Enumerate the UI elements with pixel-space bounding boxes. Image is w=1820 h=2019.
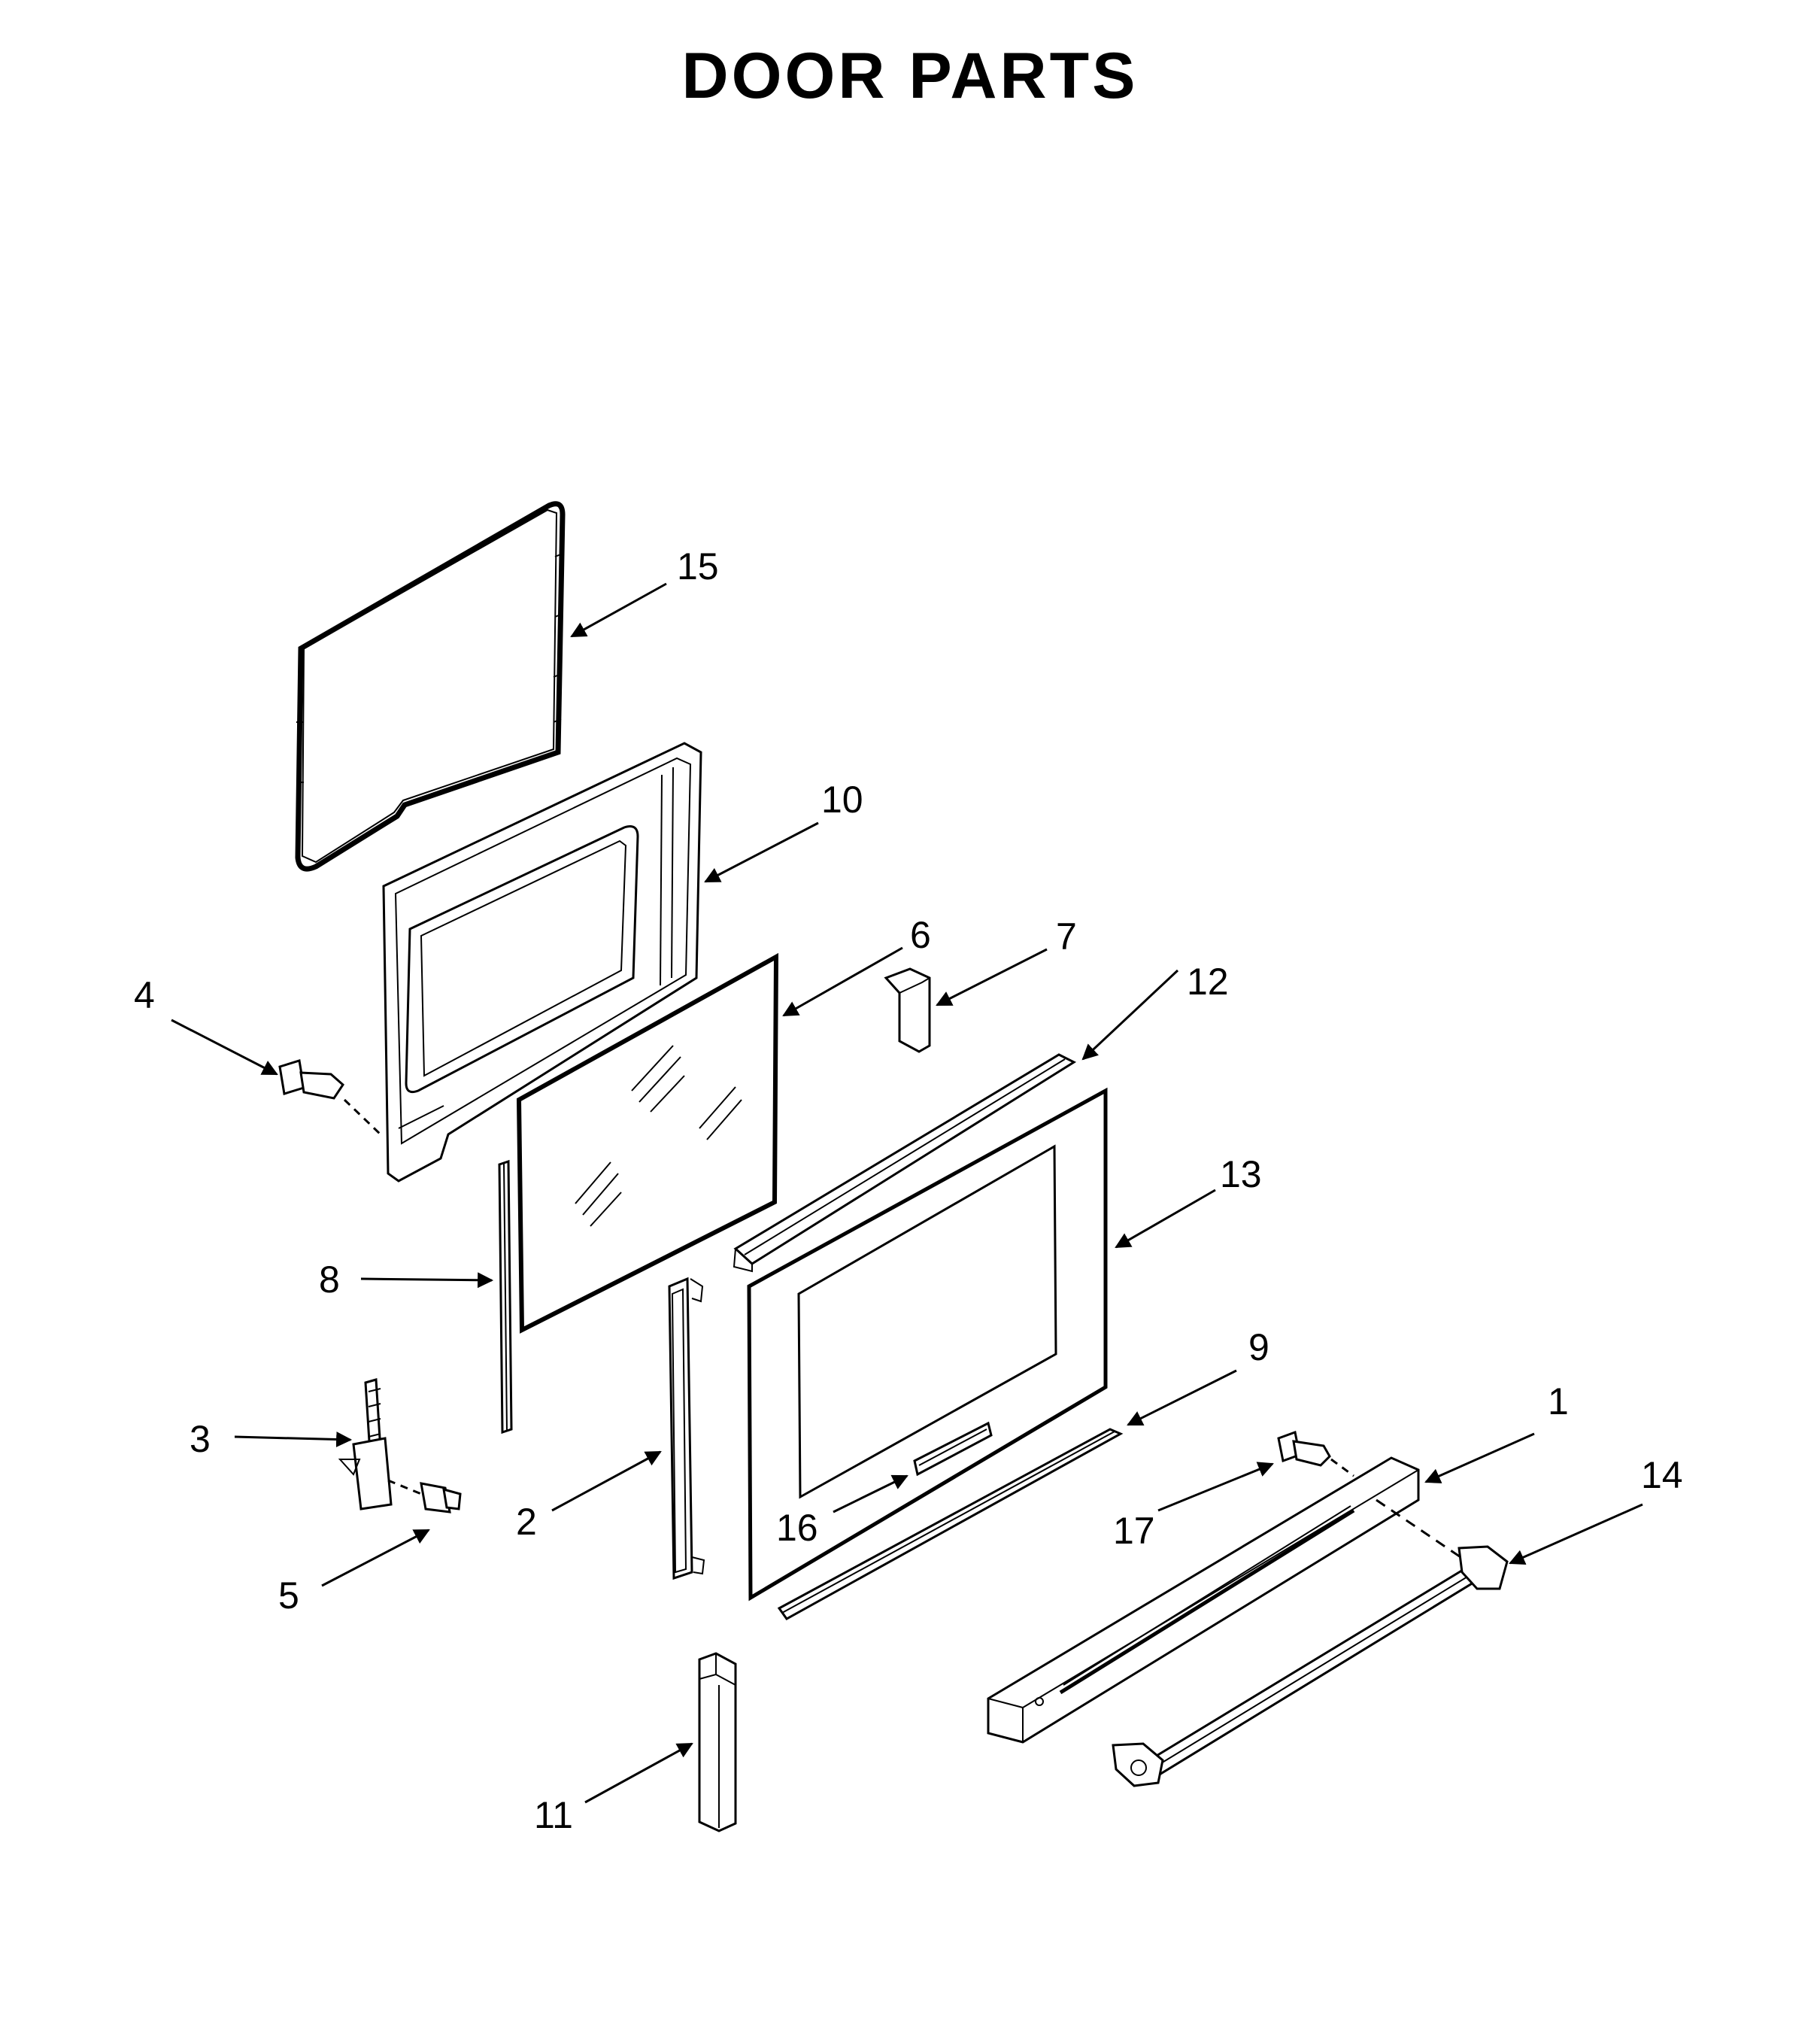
callout-8: 8	[319, 1258, 340, 1301]
part-9-bottom-trim	[777, 1428, 1124, 1620]
callout-12: 12	[1187, 961, 1229, 1003]
callout-16: 16	[776, 1507, 818, 1549]
callout-7: 7	[1056, 915, 1077, 958]
callout-11: 11	[534, 1794, 573, 1836]
callout-17: 17	[1113, 1510, 1155, 1552]
part-1-handle-base	[987, 1456, 1420, 1744]
part-7-clip	[884, 967, 931, 1053]
part-17-screw	[1277, 1430, 1354, 1477]
leader-lines	[171, 582, 1643, 1804]
part-14-handle	[1112, 1545, 1509, 1787]
part-6-glass-pane	[516, 952, 779, 1334]
part-8-side-channel	[498, 1159, 513, 1435]
callout-4: 4	[134, 974, 155, 1016]
callout-13: 13	[1220, 1153, 1262, 1195]
callout-15: 15	[677, 545, 719, 587]
callout-5: 5	[278, 1574, 299, 1617]
part-10-inner-door-panel	[382, 742, 702, 1183]
part-3-hinge	[338, 1378, 393, 1510]
part-15-door-gasket	[295, 501, 566, 872]
callout-6: 6	[910, 914, 931, 956]
page-title: DOOR PARTS	[681, 40, 1139, 112]
callout-1: 1	[1548, 1380, 1569, 1422]
callout-14: 14	[1641, 1454, 1683, 1496]
part-5-screw	[387, 1479, 462, 1513]
callout-2: 2	[516, 1501, 537, 1543]
callout-3: 3	[190, 1418, 211, 1460]
part-2-door-side-bracket	[668, 1277, 705, 1580]
callout-10: 10	[821, 779, 863, 821]
part-4-screw	[278, 1059, 382, 1136]
part-11-vertical-channel	[698, 1652, 737, 1832]
part-13-outer-door-panel	[747, 1087, 1108, 1602]
part-12-top-trim	[733, 1053, 1077, 1273]
callout-9: 9	[1248, 1326, 1269, 1368]
